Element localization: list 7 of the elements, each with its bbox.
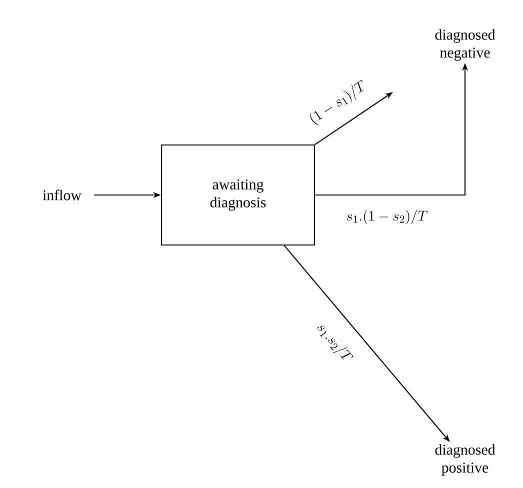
edge-label: $(1-s_1)/T$ [310,80,364,125]
node-text: inflow [42,190,82,200]
process-box: awaiting diagnosis [161,144,315,246]
node-text: diagnosed negative [435,29,496,61]
edge-label: $s_1.(1-s_2)/T$ [346,210,428,224]
node-text: diagnosed positive [435,444,496,476]
edge-label: $s_1.s_2/T$ [317,326,354,360]
